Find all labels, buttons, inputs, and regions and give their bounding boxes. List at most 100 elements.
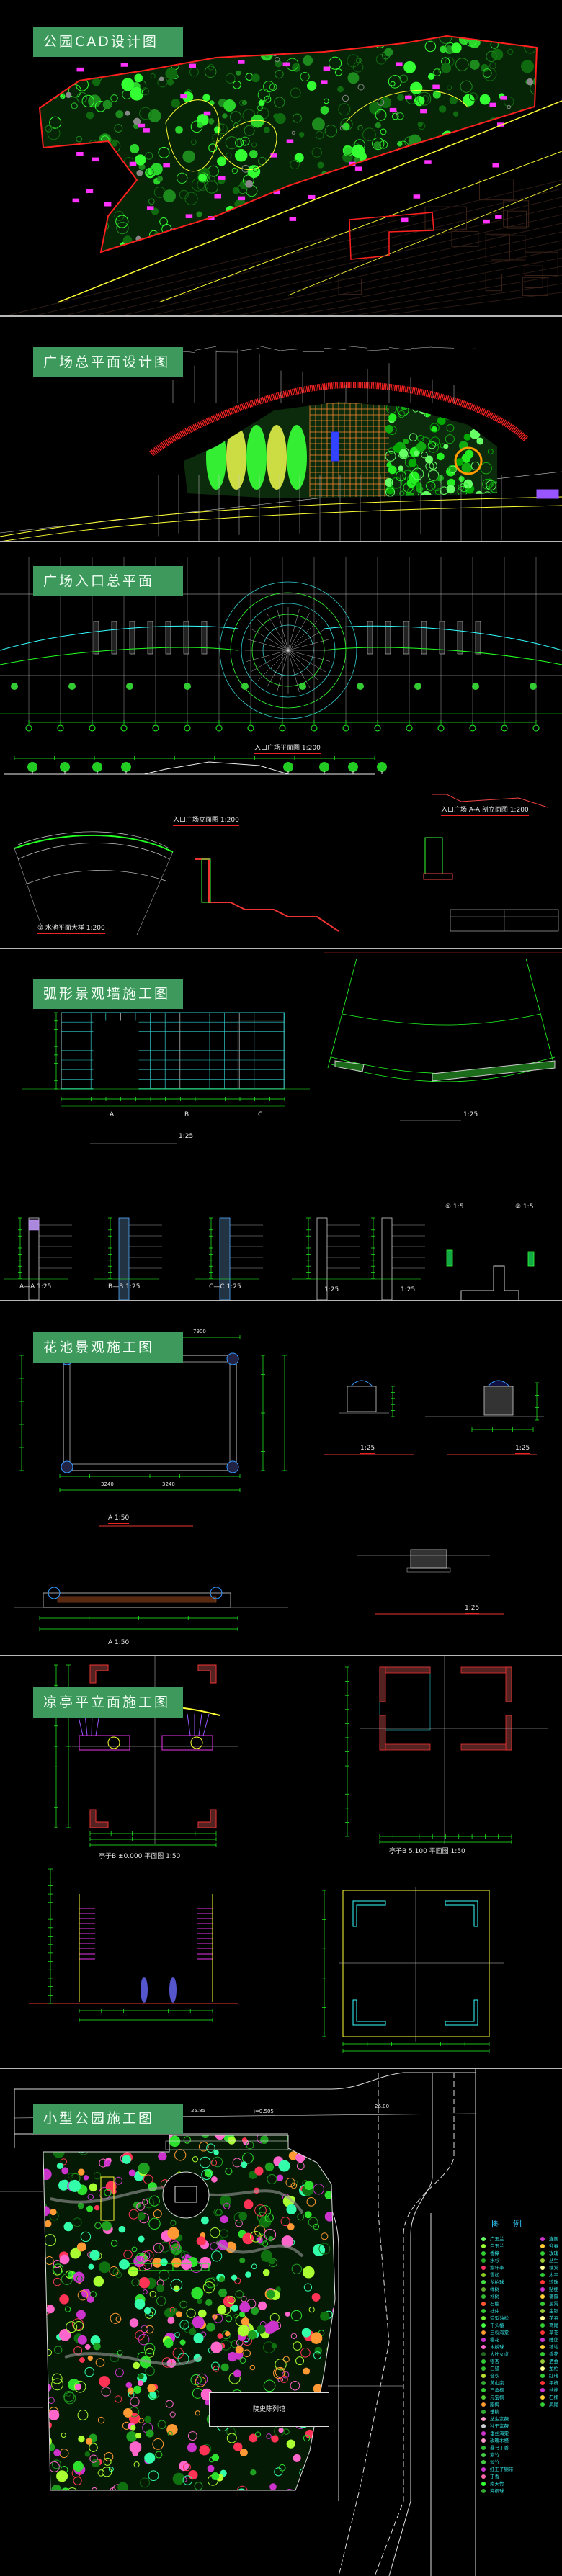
tree-symbol — [246, 2141, 254, 2150]
cad-line — [14, 848, 44, 932]
tree-symbol — [352, 189, 365, 201]
legend-item: 紫竹 — [481, 2451, 538, 2459]
column — [475, 621, 481, 655]
section-title: 凉亭平立面施工图 — [33, 1687, 183, 1718]
cad-line — [266, 650, 289, 688]
tree-symbol — [499, 144, 506, 151]
column — [93, 621, 99, 655]
tree-symbol — [304, 2181, 314, 2191]
tree-symbol — [470, 127, 480, 135]
tree-symbol — [133, 2461, 140, 2468]
plant-symbol-icon — [481, 2316, 486, 2320]
tree-symbol — [60, 2158, 67, 2166]
tree-symbol — [293, 2454, 301, 2462]
tree-symbol — [284, 197, 290, 204]
tree-symbol — [208, 175, 215, 182]
tree-symbol — [250, 2306, 259, 2315]
tree-symbol — [179, 2300, 188, 2309]
tree-symbol — [110, 2487, 117, 2490]
column — [201, 621, 208, 655]
tree-symbol — [249, 2433, 258, 2443]
tree-symbol — [381, 207, 391, 217]
plant-label-tag — [413, 194, 421, 199]
tree-symbol — [105, 62, 117, 74]
pillar-corner — [89, 1664, 109, 1684]
plant-symbol-icon — [481, 2438, 486, 2443]
plant-label-tag — [492, 163, 499, 168]
tree-symbol — [451, 42, 462, 53]
plant-symbol-icon — [481, 2424, 486, 2428]
tree-symbol — [254, 2166, 264, 2176]
tree-symbol — [339, 2455, 344, 2461]
tree-symbol — [37, 2141, 43, 2146]
tree-symbol — [250, 2469, 257, 2476]
tree-symbol — [440, 45, 447, 53]
caption-scale: 1:25 — [515, 1444, 530, 1454]
legend-item: 紫叶李 — [481, 2264, 538, 2271]
tree-symbol — [414, 163, 427, 176]
tree-symbol — [305, 2486, 316, 2490]
tree-symbol — [158, 146, 170, 158]
legend-label: 香花 — [549, 2351, 558, 2357]
tree-symbol — [43, 2282, 46, 2291]
tree-symbol — [211, 2361, 220, 2371]
tree-symbol — [234, 149, 248, 162]
tree-symbol — [427, 441, 439, 453]
tree-symbol — [239, 2449, 248, 2457]
tree-symbol — [478, 423, 489, 434]
tree-symbol — [192, 37, 198, 44]
cad-line — [287, 650, 326, 673]
legend-label: 红瑞 — [549, 2373, 558, 2379]
tree-symbol — [465, 161, 476, 171]
beam — [460, 1666, 512, 1674]
tree-symbol — [129, 2441, 142, 2454]
footing — [423, 873, 453, 880]
tree-symbol — [286, 2204, 297, 2214]
tree-symbol — [326, 2373, 335, 2382]
plant-symbol-icon — [540, 2294, 545, 2299]
tree-symbol — [179, 2339, 186, 2346]
tree-symbol — [47, 2443, 55, 2451]
tree-symbol — [388, 75, 402, 89]
tree-symbol — [311, 147, 322, 158]
tree-symbol — [93, 2276, 104, 2287]
tree-symbol — [468, 92, 478, 102]
park-plan-drawing — [6, 35, 562, 315]
tree-symbol — [320, 105, 329, 115]
tree-symbol — [110, 2312, 121, 2324]
column — [183, 621, 189, 655]
legend-item: 鸢尾 — [540, 2322, 562, 2329]
detail — [446, 1249, 453, 1267]
pavilion-plan — [379, 1666, 431, 1731]
plant-label-tag — [282, 62, 290, 67]
tree-symbol — [196, 2373, 208, 2385]
tree-symbol — [275, 69, 284, 79]
legend-item: 凌霄 — [540, 2300, 562, 2307]
plant-symbol-icon — [481, 2395, 486, 2400]
tree-symbol — [385, 450, 396, 462]
tree-symbol — [327, 2419, 335, 2431]
plant-label-tag — [72, 198, 80, 203]
tree-symbol — [125, 110, 130, 116]
legend-label: 千头椿 — [490, 2323, 504, 2328]
tree-symbol — [197, 172, 208, 183]
tree-symbol — [317, 161, 324, 169]
tree-symbol — [233, 2212, 245, 2223]
tree-symbol — [480, 462, 492, 475]
tree-symbol — [70, 2248, 81, 2259]
tree-symbol — [425, 455, 434, 464]
tree-symbol — [290, 2310, 303, 2322]
plant-label-tag — [104, 202, 112, 207]
tree-symbol — [104, 2189, 112, 2196]
tree-symbol — [125, 2382, 133, 2389]
axis-bubble — [184, 724, 191, 732]
beam — [379, 1666, 431, 1674]
tree-symbol — [77, 2335, 87, 2345]
small-park-drawing — [0, 2069, 476, 2576]
tree-symbol — [68, 84, 82, 98]
plant-symbol-icon — [481, 2417, 486, 2421]
tree-symbol — [257, 43, 268, 55]
axis-bubble — [406, 724, 413, 732]
tree-symbol — [58, 2180, 69, 2191]
cad-line — [295, 266, 562, 315]
